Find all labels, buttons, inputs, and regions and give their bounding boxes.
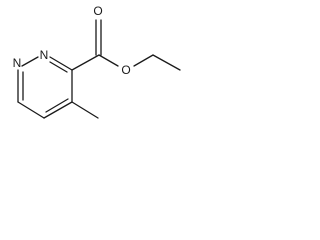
ester-group xyxy=(71,19,181,71)
bond-c4-methyl xyxy=(71,101,99,119)
bond-c3-n2-inner xyxy=(49,61,68,73)
atom-label-o-carbonyl: O xyxy=(93,4,102,18)
bond-n2-n1 xyxy=(21,56,39,67)
bond-c6-c5 xyxy=(17,101,45,119)
bond-c3-n2 xyxy=(49,56,73,71)
bond-ch2-ch3 xyxy=(152,54,181,71)
pyridazine-ring xyxy=(17,56,73,119)
bond-c5-c4 xyxy=(43,101,73,119)
atom-label-n2: N xyxy=(40,48,49,62)
bond-oester-ch2 xyxy=(133,54,154,67)
bond-ccarbonyl-oester xyxy=(98,54,119,67)
chemical-structure: N N O O xyxy=(13,4,181,119)
atom-label-o-ester: O xyxy=(121,63,130,77)
bond-c3-ccarbonyl xyxy=(71,54,100,71)
atom-label-n1: N xyxy=(13,56,22,70)
bond-c5-c4-inner xyxy=(45,98,69,113)
